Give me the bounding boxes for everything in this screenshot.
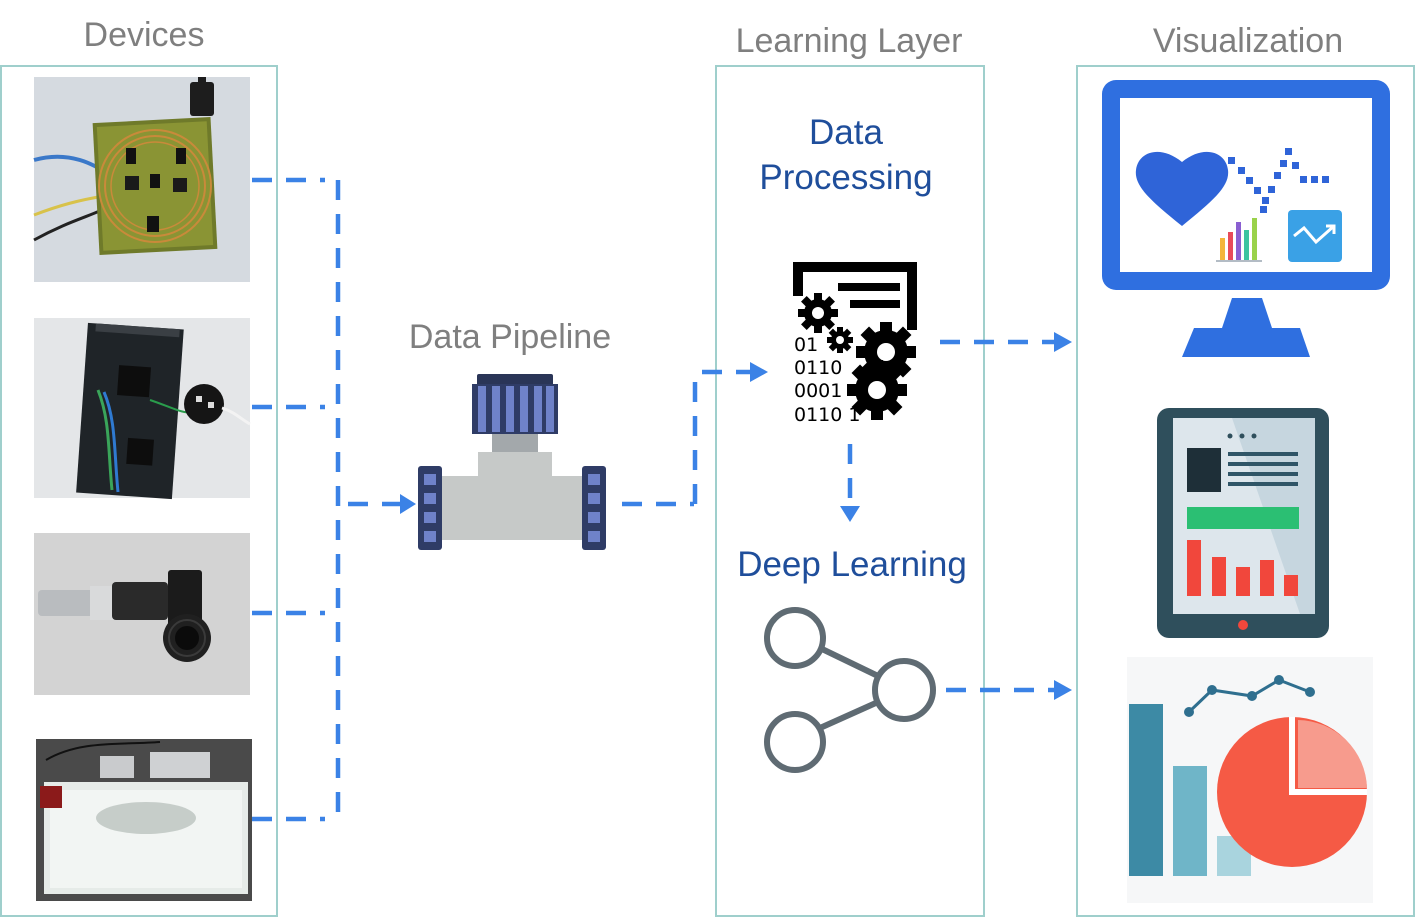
learning-layer-heading: Learning Layer <box>736 22 963 60</box>
tablet-report-icon <box>1157 408 1329 638</box>
pipeline-to-processing-connector <box>622 362 768 507</box>
processing-to-visualization-connector <box>940 332 1072 352</box>
data-pipeline-heading: Data Pipeline <box>409 318 611 356</box>
pressure-mat-photo <box>36 739 252 901</box>
share-network-icon <box>764 607 936 773</box>
visualization-panel <box>1076 65 1415 917</box>
processing-to-deep-learning-connector <box>840 444 860 522</box>
binary-line-3: 0001 <box>794 380 842 402</box>
gears-binary-icon: 01 0110 0001 0110 1 <box>793 262 917 426</box>
visualization-heading: Visualization <box>1153 22 1343 60</box>
deep-learning-to-visualization-connector <box>946 680 1072 700</box>
binary-line-4: 0110 1 <box>794 404 860 426</box>
thermal-camera-photo <box>34 533 250 695</box>
binary-line-2: 0110 <box>794 357 842 379</box>
monitor-dashboard-icon <box>1102 80 1390 357</box>
device-bus-connector <box>252 177 416 822</box>
data-processing-label-line1: Data <box>809 113 883 152</box>
learning-layer-panel <box>715 65 985 917</box>
pipe-fitting-icon <box>418 374 606 550</box>
binary-line-1: 01 <box>794 334 818 356</box>
bar-pie-line-chart-icon <box>1127 657 1373 903</box>
nfc-sensor-board-photo <box>33 77 250 282</box>
devices-panel <box>0 65 278 917</box>
data-processing-label-line2: Processing <box>759 158 932 197</box>
devices-heading: Devices <box>84 16 205 54</box>
microcontroller-board-photo <box>34 318 251 500</box>
deep-learning-label: Deep Learning <box>737 545 967 584</box>
